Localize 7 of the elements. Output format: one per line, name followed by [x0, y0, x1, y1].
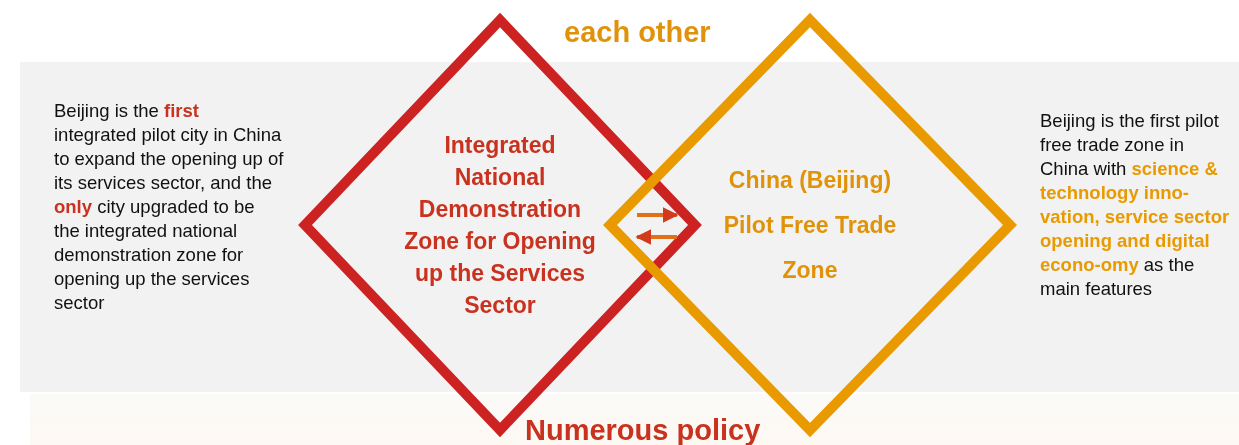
zone-title: China (Beijing) Pilot Free Trade Zone — [722, 165, 898, 285]
zone-title: Integrated National Demonstration Zone for Opening up the Services Sector — [403, 131, 597, 320]
caption-heading: each other — [564, 16, 711, 49]
arrow — [635, 229, 677, 245]
description-text: Beijing is the first integrated pilot city in China to expand the opening up of its services sector, and the only city upgraded to be the integrated national demonstration zone for opening up the services sector — [54, 99, 284, 315]
arrow — [637, 207, 679, 223]
description-text: Beijing is the first pilot free trade zone in China with science & technology inno-vation, service sector opening and digital econo-omy as the main features — [1040, 109, 1231, 301]
